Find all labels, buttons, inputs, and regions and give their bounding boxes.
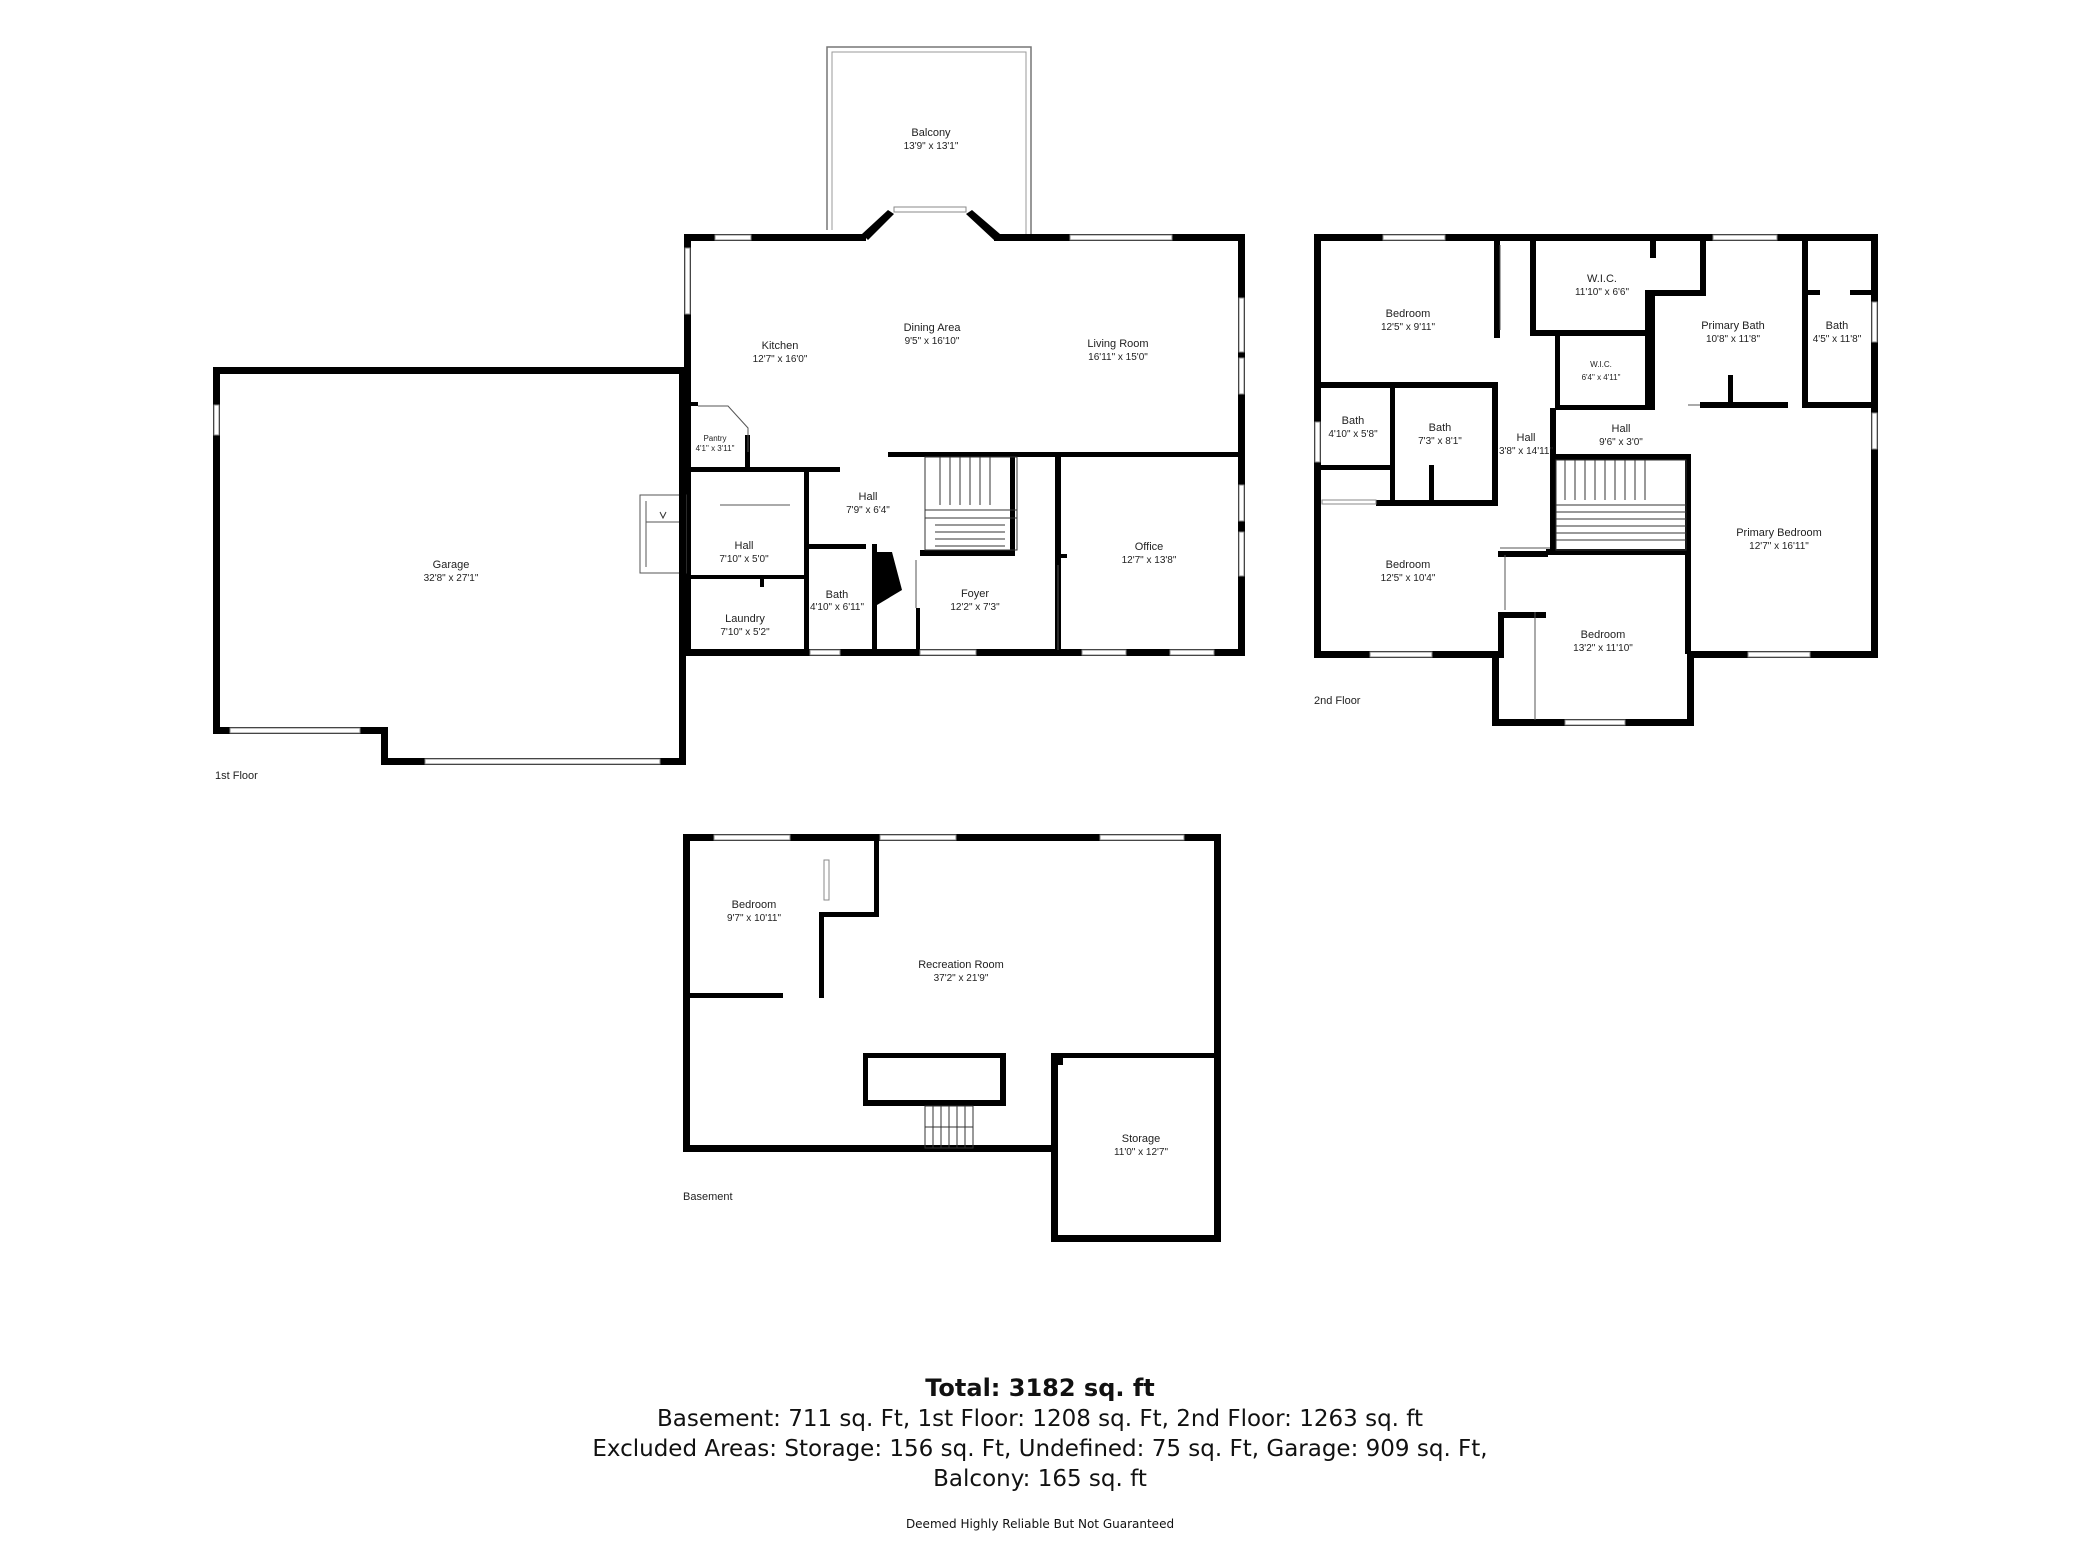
recreation-room-dims: 37'2" x 21'9" xyxy=(934,973,989,984)
first-floor-plan xyxy=(213,46,1245,765)
room-labels: Balcony 13'9" x 13'1" Kitchen 12'7" x 16… xyxy=(424,127,1862,1158)
floor-areas: Basement: 711 sq. Ft, 1st Floor: 1208 sq… xyxy=(657,1406,1423,1432)
floor-plan-drawing: Balcony 13'9" x 13'1" Kitchen 12'7" x 16… xyxy=(213,46,1878,1242)
primary-bath-label: Primary Bath xyxy=(1701,320,1765,332)
wic-large-dims: 11'10" x 6'6" xyxy=(1575,287,1630,298)
second-floor-thin-lines xyxy=(1499,245,1700,720)
hall-side-label: Hall xyxy=(735,540,754,552)
hall-horizontal-dims: 9'6" x 3'0" xyxy=(1599,437,1643,448)
second-floor-windows xyxy=(1314,234,1878,726)
first-floor-stairs xyxy=(924,456,1018,551)
primary-bedroom-dims: 12'7" x 16'11" xyxy=(1749,541,1809,552)
first-floor-thin-lines xyxy=(698,405,1059,650)
hall-side-dims: 7'10" x 5'0" xyxy=(719,554,769,565)
basement-stairs xyxy=(924,1105,974,1149)
office-label: Office xyxy=(1135,541,1164,553)
kitchen-dims: 12'7" x 16'0" xyxy=(753,354,808,365)
bath-mid-dims: 7'3" x 8'1" xyxy=(1418,436,1462,447)
bedroom-sw-dims: 12'5" x 10'4" xyxy=(1381,573,1436,584)
bedroom-nw-label: Bedroom xyxy=(1386,308,1431,320)
balcony-outline xyxy=(826,46,1032,237)
second-floor-stairs xyxy=(1555,459,1687,551)
wic-large-label: W.I.C. xyxy=(1587,273,1617,285)
hall-center-label: Hall xyxy=(859,491,878,503)
hall-vertical-label: Hall xyxy=(1517,432,1536,444)
main-house-windows xyxy=(684,206,1245,656)
first-floor-label: 1st Floor xyxy=(215,770,258,782)
recreation-room-label: Recreation Room xyxy=(918,959,1004,971)
pantry-label: Pantry xyxy=(703,434,726,443)
garage-label: Garage xyxy=(433,559,470,571)
bath-dims: 4'10" x 6'11" xyxy=(810,602,865,613)
garage-walls xyxy=(213,367,686,765)
hall-center-dims: 7'9" x 6'4" xyxy=(846,505,890,516)
kitchen-label: Kitchen xyxy=(762,340,799,352)
pantry-dims: 4'1" x 3'11" xyxy=(696,444,735,453)
bedroom-s-dims: 13'2" x 11'10" xyxy=(1573,643,1633,654)
dining-dims: 9'5" x 16'10" xyxy=(905,336,960,347)
living-dims: 16'11" x 15'0" xyxy=(1088,352,1148,363)
laundry-label: Laundry xyxy=(725,613,765,625)
hall-vertical-dims: 3'8" x 14'11" xyxy=(1499,446,1554,457)
basement-plan xyxy=(683,834,1221,1242)
bath-east-label: Bath xyxy=(1826,320,1849,332)
basement-bedroom-label: Bedroom xyxy=(732,899,777,911)
total-area: Total: 3182 sq. ft xyxy=(925,1374,1155,1402)
excluded-areas-continued: Balcony: 165 sq. ft xyxy=(933,1466,1147,1492)
floor-labels: 1st Floor 2nd Floor Basement xyxy=(215,695,1361,1203)
bath-label: Bath xyxy=(826,589,849,601)
storage-label: Storage xyxy=(1122,1133,1161,1145)
second-floor-plan xyxy=(1314,234,1878,726)
dining-label: Dining Area xyxy=(904,322,962,334)
garage-dims: 32'8" x 27'1" xyxy=(424,573,479,584)
area-summary: Total: 3182 sq. ft Basement: 711 sq. Ft,… xyxy=(0,1372,2080,1494)
bedroom-nw-dims: 12'5" x 9'11" xyxy=(1381,322,1436,333)
balcony-label: Balcony xyxy=(911,127,951,139)
basement-bedroom-dims: 9'7" x 10'11" xyxy=(727,913,782,924)
basement-label: Basement xyxy=(683,1191,733,1203)
laundry-dims: 7'10" x 5'2" xyxy=(720,627,770,638)
bath-small-dims: 4'10" x 5'8" xyxy=(1328,429,1378,440)
wic-small-label: W.I.C. xyxy=(1590,360,1612,369)
bedroom-s-label: Bedroom xyxy=(1581,629,1626,641)
storage-dims: 11'0" x 12'7" xyxy=(1114,1147,1169,1158)
bath-east-dims: 4'5" x 11'8" xyxy=(1813,334,1862,345)
excluded-areas: Excluded Areas: Storage: 156 sq. Ft, Und… xyxy=(592,1436,1488,1462)
foyer-label: Foyer xyxy=(961,588,989,600)
bath-small-label: Bath xyxy=(1342,415,1365,427)
primary-bath-dims: 10'8" x 11'8" xyxy=(1706,334,1761,345)
basement-walls xyxy=(683,834,1221,1242)
primary-bedroom-label: Primary Bedroom xyxy=(1736,527,1822,539)
office-dims: 12'7" x 13'8" xyxy=(1122,555,1177,566)
bath-mid-label: Bath xyxy=(1429,422,1452,434)
second-floor-label: 2nd Floor xyxy=(1314,695,1361,707)
living-label: Living Room xyxy=(1087,338,1148,350)
hall-horizontal-label: Hall xyxy=(1612,423,1631,435)
disclaimer: Deemed Highly Reliable But Not Guarantee… xyxy=(905,1517,1175,1531)
wic-small-dims: 6'4" x 4'11" xyxy=(1582,373,1621,382)
balcony-dims: 13'9" x 13'1" xyxy=(904,141,959,152)
basement-windows xyxy=(713,834,1185,901)
bedroom-sw-label: Bedroom xyxy=(1386,559,1431,571)
foyer-dims: 12'2" x 7'3" xyxy=(950,602,1000,613)
